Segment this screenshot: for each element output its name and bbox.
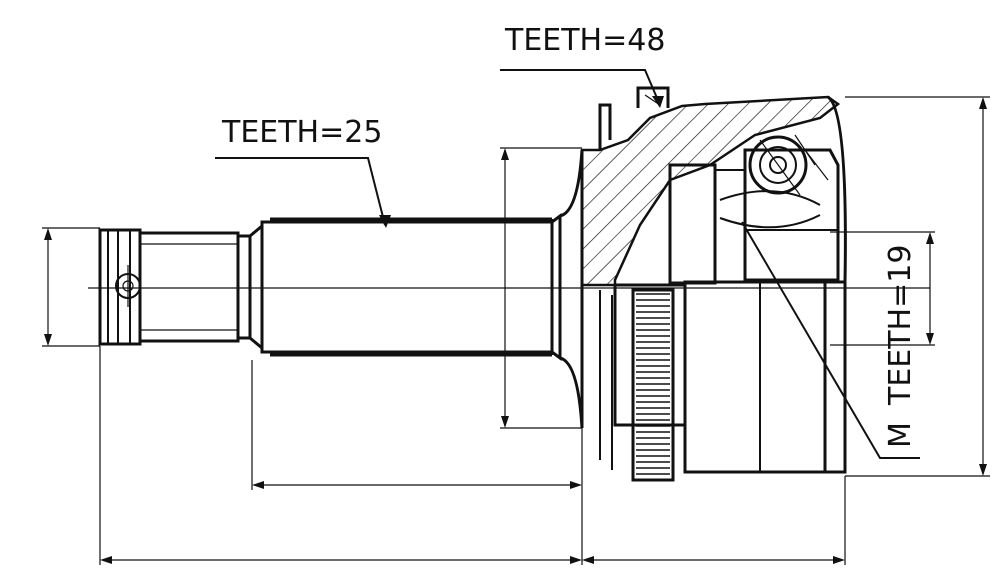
abs-ring [599, 288, 675, 482]
stem-flange [559, 149, 584, 429]
label-m: M [883, 422, 918, 448]
label-teeth-48: TEETH=48 [504, 23, 665, 58]
stub-shaft [98, 222, 264, 352]
leaders [215, 69, 920, 459]
dimensions [42, 96, 990, 565]
ball [748, 135, 808, 195]
label-teeth-19: TEETH=19 [883, 245, 918, 406]
label-teeth-25: TEETH=25 [221, 115, 382, 150]
spline-shaft [260, 213, 562, 361]
